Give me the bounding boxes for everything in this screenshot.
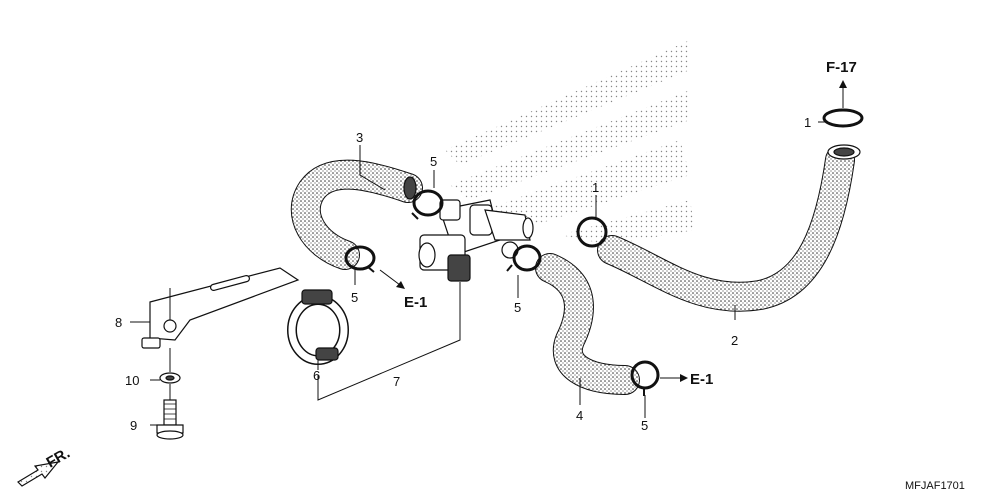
hose-2 <box>597 144 861 312</box>
part-number-2: 2 <box>731 333 738 348</box>
reference-e1[interactable]: E-1 <box>690 371 713 388</box>
clamp-5-c <box>506 244 542 272</box>
part-number-4: 4 <box>576 408 583 423</box>
bolt-9 <box>156 399 184 440</box>
reference-e1[interactable]: E-1 <box>404 294 427 311</box>
part-number-5: 5 <box>351 290 358 305</box>
part-number-5: 5 <box>514 300 521 315</box>
part-number-5: 5 <box>430 154 437 169</box>
part-labels: 3 5 1 1 2 5 5 4 5 6 7 8 10 9 <box>115 115 811 433</box>
clamp-1-mid <box>576 216 608 248</box>
washer-10 <box>159 372 181 384</box>
part-number-10: 10 <box>125 373 139 388</box>
part-number-5: 5 <box>641 418 648 433</box>
clamp-1-top <box>822 108 864 128</box>
reference-f17[interactable]: F-17 <box>826 59 857 76</box>
part-number-3: 3 <box>356 130 363 145</box>
clamp-5-b <box>344 245 376 273</box>
clamp-5-a <box>411 189 444 220</box>
wing-logo-watermark <box>445 40 695 245</box>
hose-4 <box>535 253 640 395</box>
part-number-1: 1 <box>592 180 599 195</box>
mounting-band-6 <box>287 289 349 365</box>
part-number-6: 6 <box>313 368 320 383</box>
drawing-code: MFJAF1701 <box>905 480 965 492</box>
part-number-1: 1 <box>804 115 811 130</box>
clamp-5-d <box>630 360 660 396</box>
part-number-8: 8 <box>115 315 122 330</box>
part-number-7: 7 <box>393 374 400 389</box>
leader-lines <box>130 80 847 426</box>
front-direction-marker: FR. <box>17 445 73 487</box>
hose-3 <box>290 159 423 270</box>
reference-labels: F-17 E-1 E-1 <box>404 59 857 388</box>
bracket-8 <box>141 267 300 349</box>
part-number-9: 9 <box>130 418 137 433</box>
air-injection-valve <box>418 199 534 282</box>
